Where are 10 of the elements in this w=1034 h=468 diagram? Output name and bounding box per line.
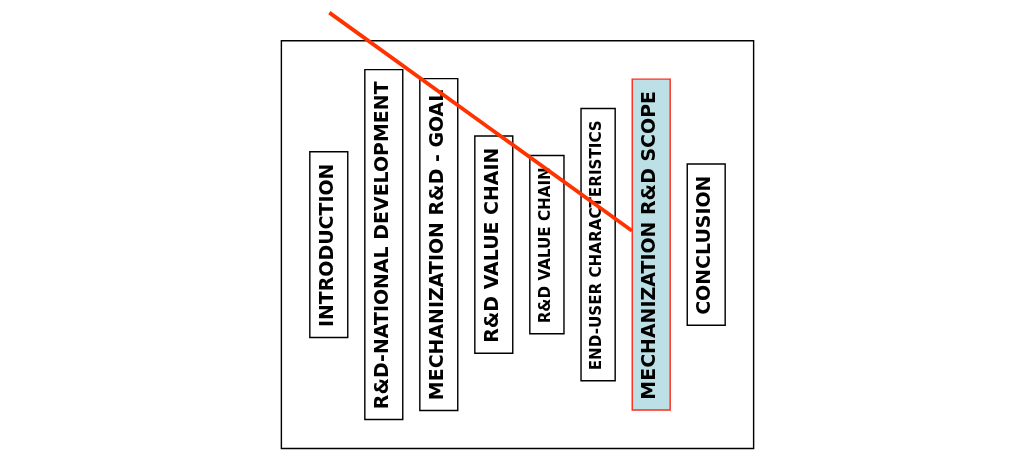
connector <box>327 11 633 233</box>
node-box: MECHANIZATION R&D SCOPE <box>631 78 671 411</box>
cluster <box>280 40 754 450</box>
node-box: CONCLUSION <box>686 163 726 326</box>
node-box: R&D VALUE CHAIN <box>473 135 513 354</box>
node-box: MECHANIZATION R&D - GOAL <box>418 77 458 412</box>
node-box: END-USER CHARACTERISTICS <box>579 107 616 382</box>
node-box: INTRODUCTION <box>308 150 348 339</box>
node-box: R&D-NATIONAL DEVELOPMENT <box>363 68 403 421</box>
node-box: R&D VALUE CHAIN <box>528 154 565 335</box>
